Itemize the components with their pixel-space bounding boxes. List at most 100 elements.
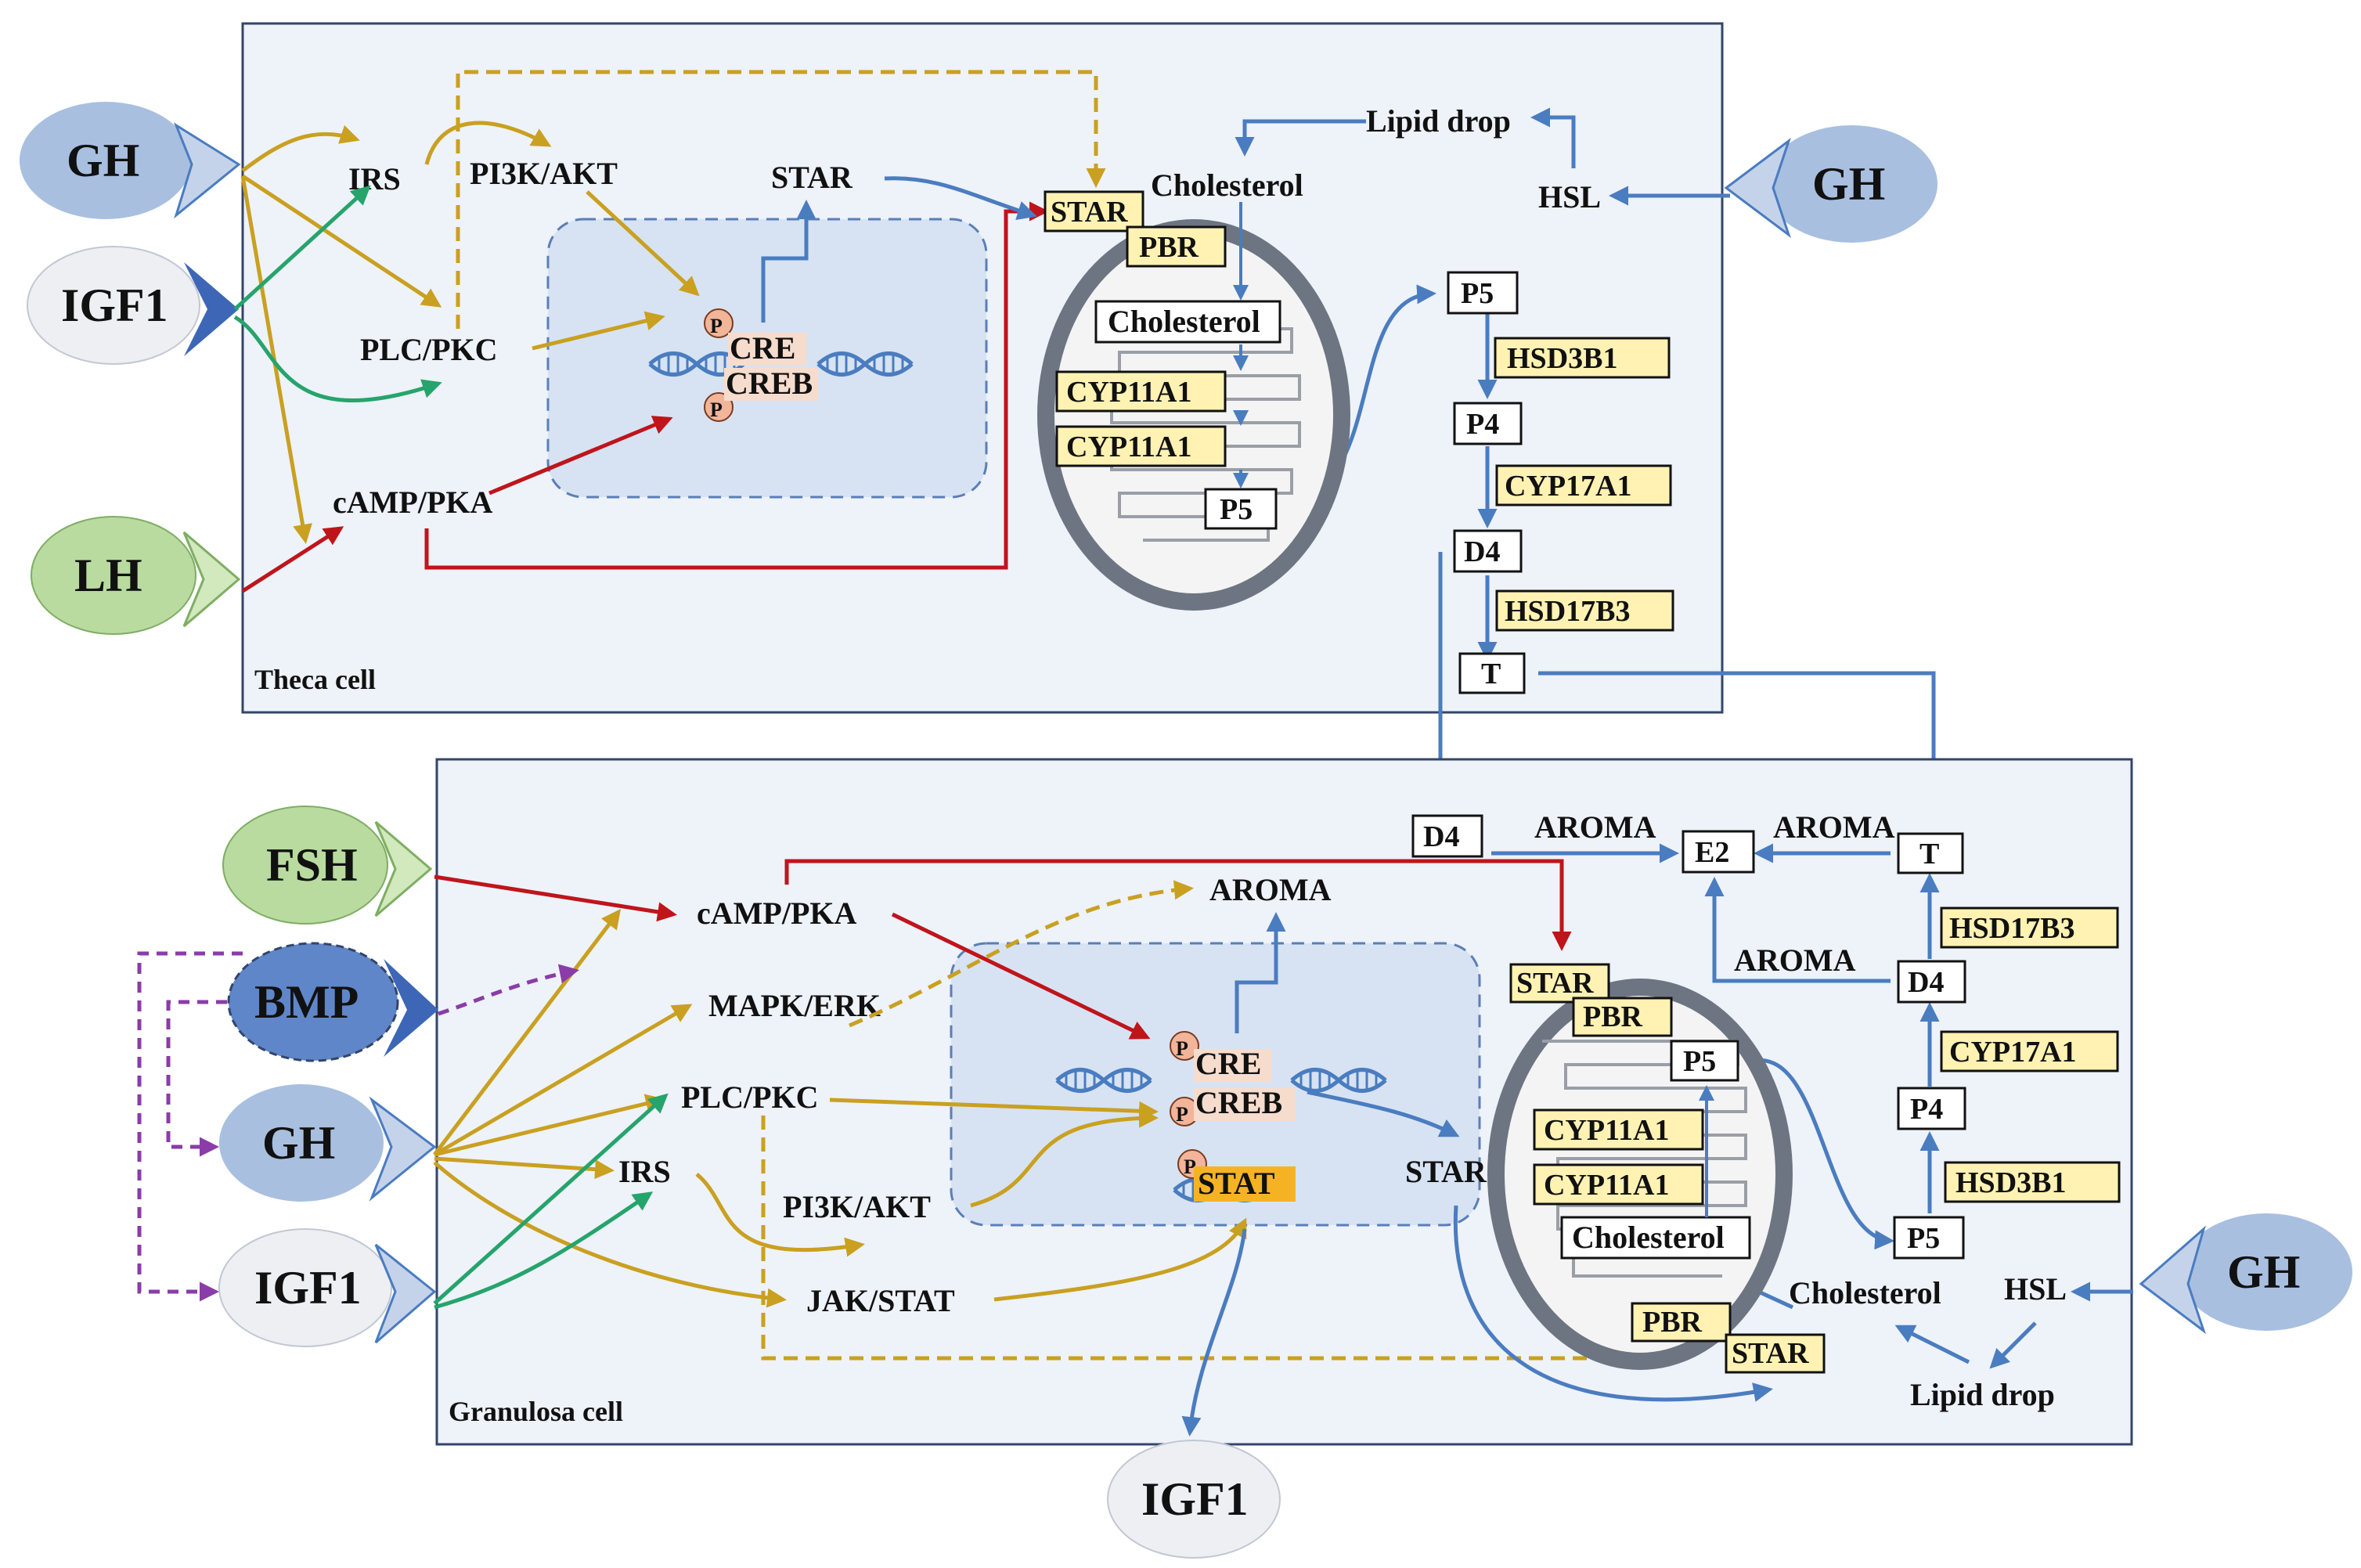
theca-p4: P4 [1466, 408, 1499, 441]
theca-igf1-receptor: IGF1 [27, 246, 239, 365]
theca-hsd17b3-box [1495, 589, 1674, 632]
theca-star: STAR [771, 160, 853, 195]
theca-cre-box [728, 333, 806, 366]
granulosa-gh-right-receptor: GH [2139, 1213, 2352, 1335]
granulosa-cyp17a1-box [1940, 1030, 2119, 1072]
granulosa-aroma1: AROMA [1534, 809, 1656, 845]
granulosa-cholesterol-box-label: Cholesterol [1572, 1220, 1725, 1255]
granulosa-hsd3b1: HSD3B1 [1955, 1166, 2066, 1199]
granulosa-cyp2: CYP11A1 [1544, 1169, 1669, 1202]
granulosa-cell-label: Granulosa cell [449, 1396, 623, 1427]
granulosa-cyp1: CYP11A1 [1544, 1114, 1669, 1147]
theca-hsl: HSL [1538, 179, 1601, 214]
theca-p5: P5 [1461, 277, 1494, 310]
svg-text:IGF1: IGF1 [61, 279, 168, 331]
theca-cyp2: CYP11A1 [1066, 431, 1191, 463]
granulosa-hsd17b3-box [1940, 907, 2119, 949]
granulosa-cyp17a1: CYP17A1 [1949, 1036, 2077, 1069]
granulosa-p5: P5 [1907, 1222, 1940, 1255]
theca-t: T [1481, 658, 1501, 690]
granulosa-plc: PLC/PKC [681, 1080, 819, 1115]
svg-text:P: P [710, 398, 723, 421]
granulosa-mito-pbr-bottom: PBR [1642, 1306, 1703, 1339]
granulosa-aroma3: AROMA [1734, 943, 1856, 978]
granulosa-bmp-receptor: BMP [227, 942, 438, 1062]
theca-cyp2-box [1055, 425, 1227, 467]
theca-mito-star: STAR [1051, 196, 1128, 229]
theca-hsd17b3: HSD17B3 [1505, 595, 1630, 628]
granulosa-d4-left: D4 [1423, 820, 1459, 853]
granulosa-cyp1-box [1533, 1108, 1704, 1151]
granulosa-aroma-top: AROMA [1209, 872, 1332, 907]
theca-creb-box [724, 368, 818, 401]
theca-cre: CRE [730, 330, 795, 366]
theca-lh-receptor: LH [31, 516, 241, 635]
granulosa-cre-box [1194, 1049, 1272, 1082]
svg-text:IGF1: IGF1 [254, 1262, 362, 1314]
granulosa-jak: JAK/STAT [806, 1283, 955, 1318]
granulosa-igf1-receptor: IGF1 [218, 1228, 437, 1347]
svg-text:GH: GH [67, 135, 139, 186]
granulosa-hsd3b1-box [1944, 1161, 2121, 1203]
granulosa-gh-gold-arrows [433, 909, 1247, 1308]
granulosa-star: STAR [1405, 1154, 1487, 1189]
theca-cyp17a1: CYP17A1 [1505, 470, 1632, 503]
theca-d4-box [1453, 529, 1523, 573]
granulosa-igf1-green-arrows [433, 1093, 669, 1310]
granulosa-igf1-out: IGF1 [1107, 1440, 1281, 1559]
granulosa-phospho-1: P [1170, 1031, 1199, 1061]
granulosa-lipid-drop: Lipid drop [1910, 1377, 2055, 1412]
granulosa-fsh-receptor: FSH [222, 806, 433, 925]
granulosa-hsl: HSL [2004, 1271, 2067, 1307]
theca-igf1-green-arrows [233, 185, 442, 402]
granulosa-d4-right-box [1897, 960, 1966, 1004]
theca-pi3k: PI3K/AKT [470, 156, 618, 191]
theca-gh-right-receptor: GH [1724, 125, 1937, 243]
granulosa-t-box [1897, 832, 1964, 874]
theca-creb: CREB [726, 366, 813, 401]
svg-text:GH: GH [1812, 158, 1885, 210]
granulosa-d4-right: D4 [1908, 966, 1944, 999]
theca-mitochondrion [1037, 219, 1350, 611]
granulosa-mito-star-top-box [1509, 963, 1610, 1004]
theca-cholesterol-top: Cholesterol [1151, 168, 1303, 203]
granulosa-purple-dashed [137, 951, 579, 1302]
granulosa-mito-star-bottom-box [1725, 1333, 1826, 1374]
theca-cyp17a1-box [1495, 464, 1672, 506]
granulosa-stat-box [1194, 1166, 1296, 1202]
granulosa-creb: CREB [1195, 1085, 1282, 1120]
granulosa-mapk: MAPK/ERK [708, 988, 881, 1023]
granulosa-nucleus [950, 942, 1481, 1227]
theca-mito-p5-box [1204, 488, 1278, 530]
theca-mito-pbr-box [1126, 225, 1227, 268]
theca-p5-box [1447, 271, 1519, 315]
theca-dashed-plc-star [456, 70, 1106, 329]
granulosa-mito-pbr-top: PBR [1583, 1000, 1643, 1033]
theca-phospho-1: P [704, 308, 734, 338]
granulosa-p4: P4 [1910, 1093, 1943, 1126]
svg-text:P: P [1184, 1155, 1196, 1178]
theca-lipid-drop: Lipid drop [1366, 103, 1511, 139]
granulosa-mito-star-top: STAR [1516, 967, 1594, 1000]
theca-t-box [1458, 652, 1526, 694]
theca-p4-box [1453, 402, 1523, 445]
granulosa-cholesterol: Cholesterol [1789, 1275, 1941, 1310]
granulosa-cre: CRE [1195, 1046, 1261, 1081]
theca-mito-star-box [1044, 190, 1144, 232]
granulosa-gh-left-receptor: GH [219, 1084, 437, 1202]
svg-text:P: P [1176, 1037, 1188, 1060]
theca-hsd3b1: HSD3B1 [1507, 342, 1617, 375]
granulosa-pi3k: PI3K/AKT [783, 1189, 931, 1224]
theca-camp: cAMP/PKA [333, 485, 492, 520]
theca-cyp1: CYP11A1 [1066, 376, 1191, 409]
granulosa-creb-box [1194, 1088, 1296, 1121]
granulosa-stat: STAT [1198, 1166, 1275, 1201]
granulosa-irs: IRS [618, 1154, 671, 1189]
theca-d4: D4 [1464, 535, 1500, 568]
granulosa-p4-box [1897, 1087, 1966, 1130]
granulosa-camp: cAMP/PKA [697, 896, 856, 931]
svg-text:LH: LH [74, 550, 142, 601]
svg-text:GH: GH [2227, 1246, 2300, 1298]
theca-cyp1-box [1055, 370, 1227, 413]
